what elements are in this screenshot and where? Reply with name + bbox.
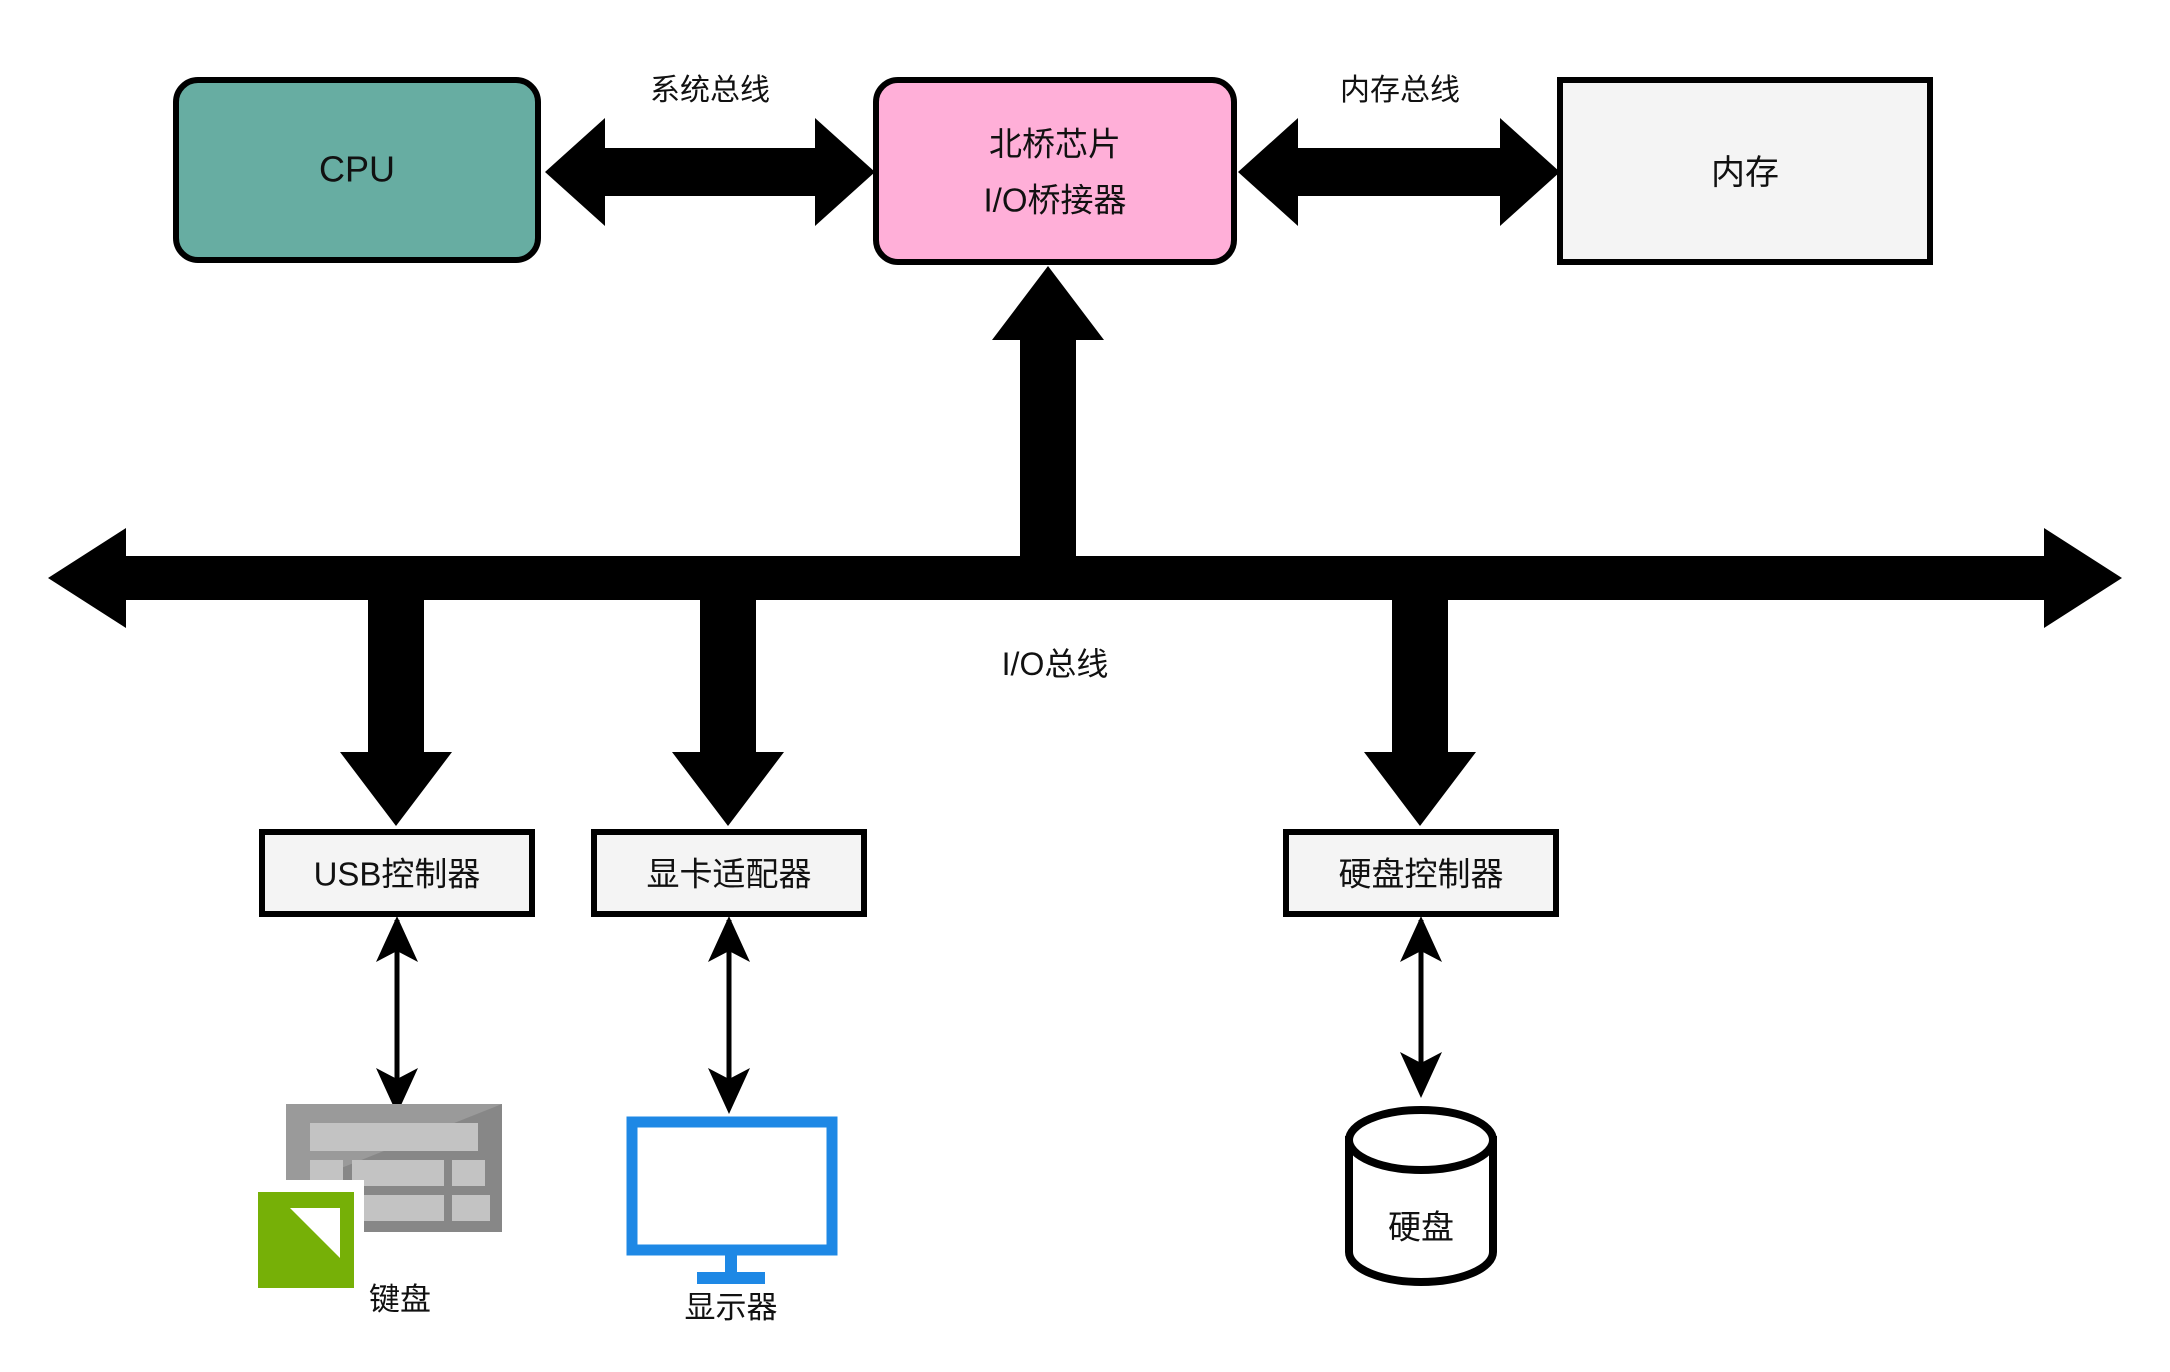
link-controller-harddisk [1400, 916, 1442, 1098]
usb-controller-box-shape [259, 829, 535, 917]
cursor-arrow-glyph [290, 1208, 340, 1258]
monitor-label: 显示器 [685, 1290, 778, 1325]
link-usb-keyboard [376, 916, 418, 1114]
drop-arrow-disk-controller-shape [1364, 600, 1476, 826]
memory-bus-label: 内存总线 [1340, 74, 1460, 107]
drop-arrow-disk-controller [1364, 600, 1476, 826]
monitor-icon: 显示器 [626, 1116, 838, 1325]
bus-system-arrow [545, 118, 875, 226]
link-usb-keyboard-arrowhead-up [376, 916, 418, 962]
cpu-box-shape [173, 77, 541, 263]
link-graphics-monitor [708, 916, 750, 1114]
node-graphics-adapter[interactable]: 显卡适配器 [591, 829, 867, 917]
node-northbridge[interactable]: 北桥芯片 I/O桥接器 [873, 77, 1237, 265]
usb-controller-label: USB控制器 [314, 856, 481, 893]
disk-controller-box-shape [1283, 829, 1559, 917]
bus-memory-arrow [1238, 118, 1560, 226]
link-graphics-monitor-arrowhead-up [708, 916, 750, 962]
cpu-label: CPU [319, 149, 395, 190]
system-bus-label: 系统总线 [650, 74, 770, 107]
memory-box-shape [1557, 77, 1933, 265]
link-graphics-monitor-arrowhead-down [708, 1068, 750, 1114]
node-memory[interactable]: 内存 [1557, 77, 1933, 265]
bridge-to-io-arrow-shape [992, 266, 1104, 580]
node-disk-controller[interactable]: 硬盘控制器 [1283, 829, 1559, 917]
keyboard-key-e [452, 1195, 490, 1221]
harddisk-top [1345, 1106, 1497, 1174]
node-usb-controller[interactable]: USB控制器 [259, 829, 535, 917]
harddisk-body [1345, 1136, 1497, 1286]
keyboard-label: 键盘 [369, 1282, 431, 1317]
keyboard-key-c [452, 1160, 485, 1186]
drop-arrow-graphics [672, 600, 784, 826]
keyboard-icon: 键盘 [254, 1104, 502, 1317]
link-controller-harddisk-arrowhead-down [1400, 1052, 1442, 1098]
memory-label: 内存 [1711, 154, 1779, 192]
graphics-adapter-box-shape [591, 829, 867, 917]
keyboard-key-row-1 [310, 1123, 478, 1151]
io-bus-label: I/O总线 [1002, 646, 1109, 682]
bus-bridge-to-io-arrow [992, 266, 1104, 580]
keyboard-key-b [352, 1160, 444, 1186]
node-cpu[interactable]: CPU [173, 77, 541, 263]
disk-controller-label: 硬盘控制器 [1339, 856, 1504, 893]
graphics-adapter-label: 显卡适配器 [647, 856, 812, 893]
northbridge-label-line2: I/O桥接器 [983, 182, 1126, 219]
harddisk-cylinder: 硬盘 [1345, 1106, 1497, 1286]
io-bus-arrow-shape [48, 528, 2122, 628]
harddisk-label: 硬盘 [1388, 1209, 1454, 1246]
keyboard-badge-gap-v [352, 1180, 364, 1252]
northbridge-label-line1: 北桥芯片 [989, 126, 1121, 163]
keyboard-badge-gap [254, 1180, 364, 1192]
link-usb-keyboard-arrowhead-down [376, 1068, 418, 1114]
drop-arrow-usb-shape [340, 600, 452, 826]
link-controller-harddisk-arrowhead-up [1400, 916, 1442, 962]
monitor-stand-neck [725, 1250, 737, 1274]
northbridge-box-shape [873, 77, 1237, 265]
monitor-screen [626, 1116, 838, 1256]
monitor-stand-base [697, 1272, 765, 1284]
system-bus-arrow-shape [545, 118, 875, 226]
drop-arrow-graphics-shape [672, 600, 784, 826]
bus-io-horizontal [48, 528, 2122, 628]
memory-bus-arrow-shape [1238, 118, 1560, 226]
drop-arrow-usb [340, 600, 452, 826]
